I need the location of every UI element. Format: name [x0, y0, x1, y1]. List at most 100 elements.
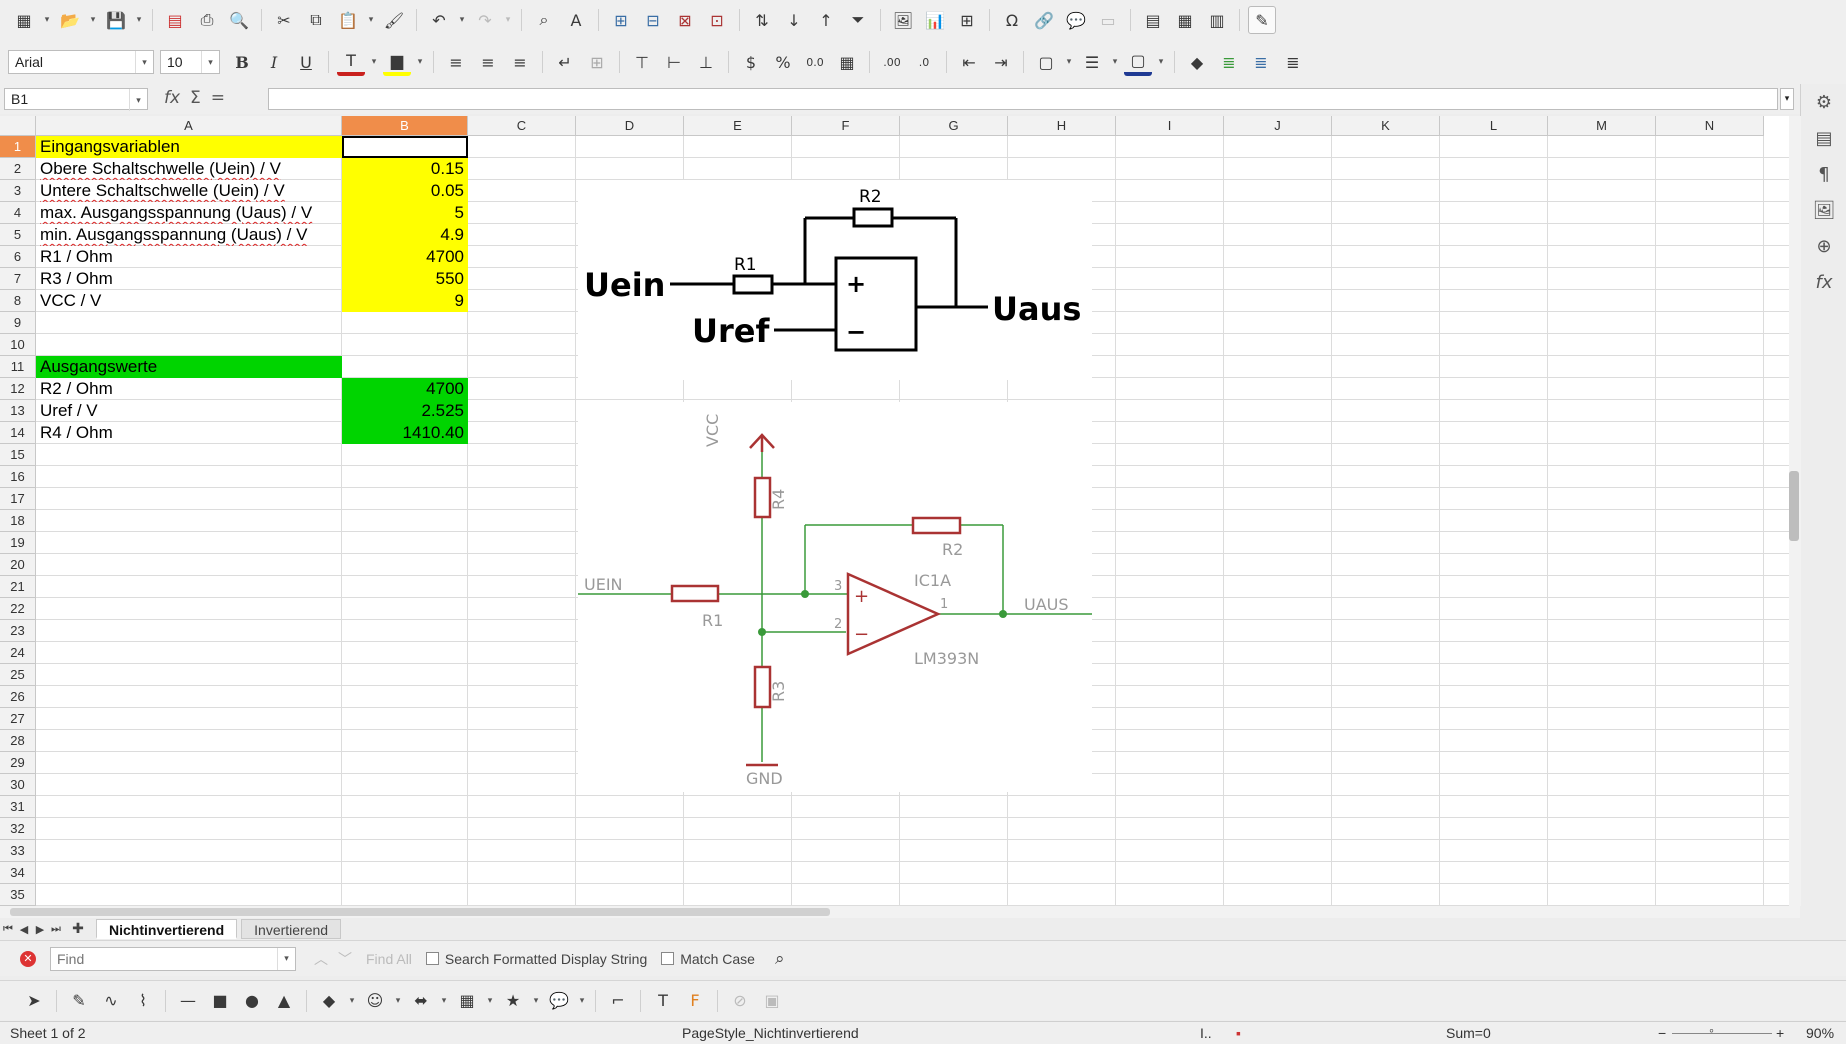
- zoom-in-icon[interactable]: +: [1776, 1025, 1785, 1041]
- save-icon[interactable]: 💾: [106, 10, 126, 30]
- points-icon[interactable]: ⌐: [611, 991, 625, 1010]
- select-icon[interactable]: ➤: [27, 991, 41, 1010]
- navigator-icon[interactable]: ⊕: [1816, 235, 1832, 257]
- last-sheet-icon[interactable]: ⏭: [51, 922, 61, 935]
- align-top-icon[interactable]: ⊤: [635, 52, 649, 72]
- row-header-14[interactable]: 14: [0, 422, 36, 444]
- paste-icon[interactable]: 📋: [338, 10, 358, 30]
- row-header-32[interactable]: 32: [0, 818, 36, 840]
- row-header-7[interactable]: 7: [0, 268, 36, 290]
- highlight-color-dropdown-icon[interactable]: ▾: [417, 57, 423, 67]
- row-icon[interactable]: ⊞: [614, 10, 628, 30]
- row-header-23[interactable]: 23: [0, 620, 36, 642]
- cell-b6[interactable]: 4700: [342, 246, 468, 268]
- split-window-icon[interactable]: ▥: [1209, 10, 1225, 30]
- row-header-30[interactable]: 30: [0, 774, 36, 796]
- row-header-26[interactable]: 26: [0, 686, 36, 708]
- row-header-9[interactable]: 9: [0, 312, 36, 334]
- autofilter-icon[interactable]: ⏷: [851, 10, 865, 29]
- find-next-icon[interactable]: ﹀: [338, 950, 352, 967]
- add-decimal-icon[interactable]: .00: [883, 55, 901, 69]
- clone-formatting-icon[interactable]: 🖌: [383, 10, 405, 30]
- save-dropdown-icon[interactable]: ▾: [136, 15, 142, 25]
- pivot-table-icon[interactable]: ⊞: [960, 10, 974, 30]
- find-replace-icon[interactable]: ⌕: [774, 948, 785, 968]
- sheet-tab-invertierend[interactable]: Invertierend: [241, 919, 342, 939]
- find-field[interactable]: ▾: [50, 946, 296, 971]
- chevron-down-icon[interactable]: ▾: [1780, 88, 1794, 110]
- freeform-line-icon[interactable]: ✎: [72, 991, 86, 1010]
- select-all-corner[interactable]: [0, 116, 36, 136]
- basic-shapes-icon[interactable]: ◆: [322, 991, 336, 1010]
- polygon-icon[interactable]: ⌇: [139, 991, 147, 1010]
- cell-b8[interactable]: 9: [342, 290, 468, 312]
- data-bar-icon[interactable]: ≣: [1286, 52, 1300, 72]
- border-style-dropdown-icon[interactable]: ▾: [1112, 57, 1118, 67]
- insert-chart-icon[interactable]: 📊: [925, 10, 945, 30]
- cell-a5[interactable]: min. Ausgangsspannung (Uaus) / V: [36, 224, 342, 246]
- cell-b2[interactable]: 0.15: [342, 158, 468, 180]
- sort-icon[interactable]: ⇅: [755, 10, 769, 30]
- paste-dropdown-icon[interactable]: ▾: [368, 15, 374, 25]
- ellipse-icon[interactable]: ●: [245, 991, 259, 1010]
- align-center-icon[interactable]: ≡: [481, 52, 495, 72]
- borders-icon[interactable]: ▢: [1038, 52, 1054, 72]
- cell-b4[interactable]: 5: [342, 202, 468, 224]
- highlight-color-icon[interactable]: ▆: [383, 48, 411, 76]
- column-header-k[interactable]: K: [1332, 116, 1440, 136]
- callouts-icon[interactable]: 💬: [549, 991, 569, 1010]
- underline-icon[interactable]: U: [300, 52, 312, 72]
- delete-decimal-icon[interactable]: .0: [918, 55, 930, 69]
- cell-a1[interactable]: Eingangsvariablen: [36, 136, 342, 158]
- align-bottom-icon[interactable]: ⊥: [699, 52, 713, 72]
- row-header-6[interactable]: 6: [0, 246, 36, 268]
- comment-icon[interactable]: 💬: [1066, 10, 1086, 30]
- cell-b3[interactable]: 0.05: [342, 180, 468, 202]
- row-header-2[interactable]: 2: [0, 158, 36, 180]
- chevron-down-icon[interactable]: ▾: [201, 51, 219, 73]
- column-header-m[interactable]: M: [1548, 116, 1656, 136]
- row-header-4[interactable]: 4: [0, 202, 36, 224]
- properties-icon[interactable]: ⚙: [1815, 91, 1833, 113]
- prev-sheet-icon[interactable]: ◀: [19, 922, 29, 936]
- redo-icon[interactable]: ↷: [478, 10, 492, 30]
- toggle-extrusion-icon[interactable]: ⊘: [733, 991, 747, 1010]
- styles-icon[interactable]: ▤: [1815, 127, 1833, 149]
- stars-icon[interactable]: ★: [505, 991, 521, 1010]
- schematic-image[interactable]: R2 R1 Uein Uref Uaus + −: [578, 180, 1092, 380]
- cell-a13[interactable]: Uref / V: [40, 401, 98, 420]
- undo-icon[interactable]: ↶: [432, 10, 446, 30]
- find-replace-icon[interactable]: ⌕: [539, 10, 549, 29]
- row-header-17[interactable]: 17: [0, 488, 36, 510]
- flowchart-icon[interactable]: ▦: [459, 991, 475, 1010]
- function-wizard-icon[interactable]: fx: [164, 88, 181, 108]
- font-color-dropdown-icon[interactable]: ▾: [371, 57, 377, 67]
- new-icon[interactable]: ▦: [16, 10, 32, 30]
- formula-input[interactable]: [268, 88, 1778, 110]
- print-icon[interactable]: ⎙: [200, 10, 214, 29]
- special-character-icon[interactable]: Ω: [1005, 10, 1019, 30]
- delete-row-icon[interactable]: ⊠: [678, 10, 692, 30]
- column-icon[interactable]: ⊟: [646, 10, 660, 30]
- hyperlink-icon[interactable]: 🔗: [1034, 10, 1054, 30]
- page-style[interactable]: PageStyle_Nichtinvertierend: [682, 1025, 859, 1041]
- cell-b5[interactable]: 4.9: [342, 224, 468, 246]
- row-header-13[interactable]: 13: [0, 400, 36, 422]
- column-header-c[interactable]: C: [468, 116, 576, 136]
- freeze-rows-columns-icon[interactable]: ▦: [1177, 10, 1193, 30]
- block-arrows-icon[interactable]: ⬌: [414, 991, 428, 1010]
- cell-a7[interactable]: R3 / Ohm: [40, 269, 113, 288]
- font-size-box[interactable]: 10 ▾: [160, 50, 220, 74]
- row-header-22[interactable]: 22: [0, 598, 36, 620]
- sort-ascending-icon[interactable]: ↓: [787, 10, 801, 30]
- row-header-12[interactable]: 12: [0, 378, 36, 400]
- cut-icon[interactable]: ✂: [277, 10, 291, 30]
- undo-dropdown-icon[interactable]: ▾: [459, 15, 465, 25]
- column-header-i[interactable]: I: [1116, 116, 1224, 136]
- symbol-shapes-icon[interactable]: ☺: [366, 991, 384, 1010]
- print-preview-icon[interactable]: 🔍: [229, 10, 249, 30]
- cell-a3[interactable]: Untere Schaltschwelle (Uein) / V: [36, 180, 342, 202]
- row-header-5[interactable]: 5: [0, 224, 36, 246]
- match-case-checkbox[interactable]: [661, 952, 675, 965]
- border-color-dropdown-icon[interactable]: ▾: [1158, 57, 1164, 67]
